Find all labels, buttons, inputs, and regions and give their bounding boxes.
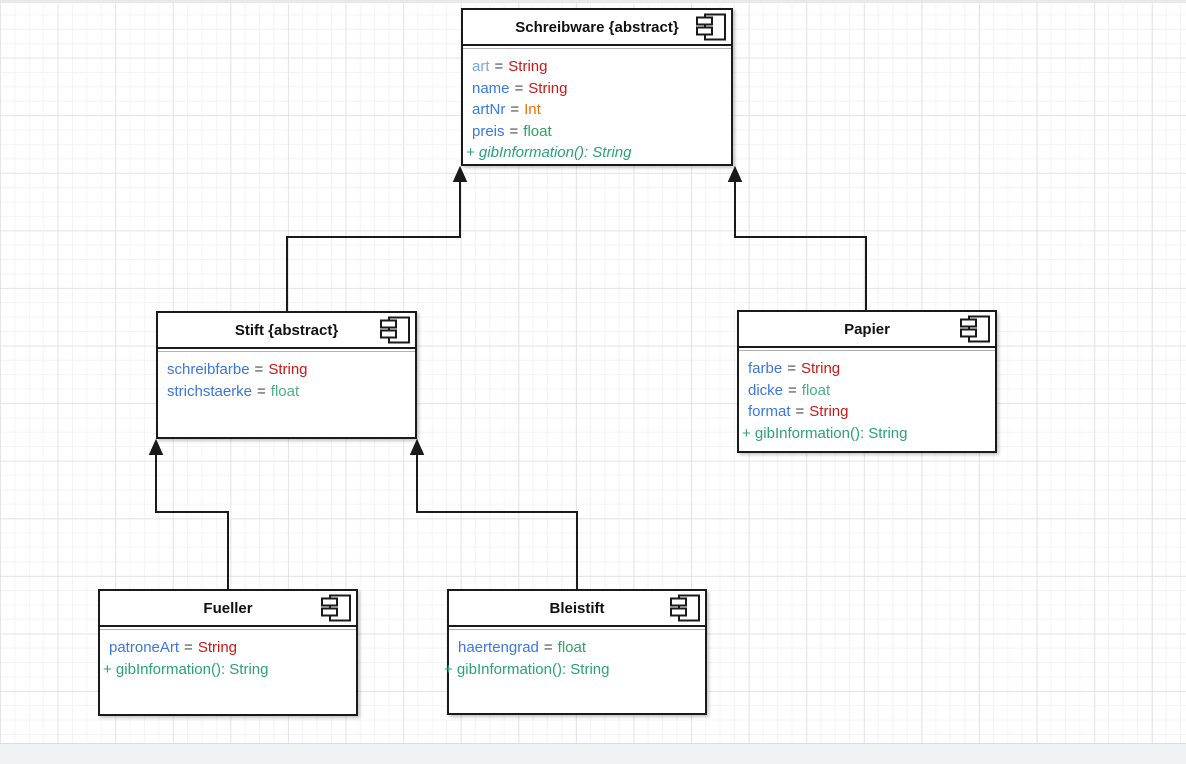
attribute-type: float (801, 381, 831, 399)
attribute-type: String (528, 79, 568, 97)
attribute-type: String (800, 360, 841, 377)
attribute-row: artNr=Int (463, 99, 731, 121)
class-title: Bleistift (549, 599, 605, 617)
class-schreibware[interactable]: Schreibware {abstract} art=String name=S… (461, 8, 733, 166)
equals-sign: = (257, 382, 266, 400)
class-title: Papier (844, 320, 890, 338)
equals-sign: = (514, 79, 524, 97)
class-header: Bleistift (449, 591, 705, 627)
component-icon (960, 315, 990, 343)
attribute-row: farbe=String (739, 358, 995, 380)
inheritance-connector-stift-schreibware[interactable] (286, 165, 468, 311)
attribute-type: String (809, 403, 849, 420)
class-fueller[interactable]: Fueller patroneArt=String + gibInformati… (98, 589, 358, 716)
method-row: + gibInformation(): String (463, 142, 731, 164)
class-title: Schreibware {abstract} (515, 18, 679, 36)
attribute-name: dicke (748, 381, 784, 399)
inheritance-connector-papier-schreibware[interactable] (727, 165, 867, 310)
class-title: Fueller (203, 599, 253, 617)
bottom-scrollbar-track[interactable] (0, 743, 1186, 764)
equals-sign: = (510, 101, 520, 118)
method-row: + gibInformation(): String (441, 659, 705, 681)
method-signature: + gibInformation(): String (444, 660, 610, 678)
inheritance-connector-fueller-stift[interactable] (148, 438, 229, 589)
attribute-name: farbe (748, 360, 783, 377)
class-body: art=String name=String artNr=Int preis=f… (463, 48, 731, 164)
attribute-name: haertengrad (458, 639, 539, 656)
component-icon (321, 594, 351, 622)
equals-sign: = (509, 122, 519, 140)
attribute-row: art=String (463, 56, 731, 78)
equals-sign: = (494, 58, 504, 75)
equals-sign: = (795, 403, 805, 420)
attribute-name: format (748, 403, 791, 420)
inheritance-connector-bleistift-stift[interactable] (409, 438, 578, 589)
attribute-name: name (472, 79, 510, 97)
attribute-name: artNr (472, 101, 506, 118)
arrowhead-icon (148, 438, 164, 455)
attribute-row: dicke=float (739, 380, 995, 402)
attribute-type: float (523, 122, 552, 140)
attribute-name: patroneArt (109, 639, 180, 656)
method-signature: + gibInformation(): String (103, 660, 269, 678)
method-row: + gibInformation(): String (739, 423, 995, 445)
equals-sign: = (184, 639, 193, 656)
attribute-type: String (197, 639, 237, 656)
attribute-type: String (268, 361, 308, 378)
equals-sign: = (254, 361, 264, 378)
class-body: farbe=String dicke=float format=String +… (739, 350, 995, 444)
class-bleistift[interactable]: Bleistift haertengrad=float + gibInforma… (444, 589, 707, 715)
attribute-row: schreibfarbe=String (158, 359, 415, 381)
component-icon (670, 594, 700, 622)
attribute-row: format=String (739, 401, 995, 423)
equals-sign: = (787, 360, 796, 377)
equals-sign: = (543, 639, 553, 656)
attribute-type: float (270, 382, 300, 400)
attribute-name: art (472, 58, 490, 75)
attribute-name: preis (472, 122, 505, 140)
class-header: Schreibware {abstract} (463, 10, 731, 46)
attribute-name: schreibfarbe (167, 361, 250, 378)
arrowhead-icon (409, 438, 425, 455)
method-signature: + gibInformation(): String (742, 424, 908, 442)
attribute-type: Int (524, 101, 541, 118)
attribute-row: patroneArt=String (100, 637, 356, 659)
class-body: schreibfarbe=String strichstaerke=float (158, 351, 415, 402)
class-header: Stift {abstract} (158, 313, 415, 349)
class-header: Papier (739, 312, 995, 348)
component-icon (696, 13, 726, 41)
attribute-type: String (508, 58, 548, 75)
method-row: + gibInformation(): String (100, 659, 356, 681)
attribute-type: float (557, 639, 587, 656)
equals-sign: = (788, 381, 797, 399)
attribute-row: name=String (463, 78, 731, 100)
attribute-row: haertengrad=float (449, 637, 705, 659)
arrowhead-icon (452, 165, 468, 182)
attribute-row: strichstaerke=float (158, 381, 415, 403)
class-header: Fueller (100, 591, 356, 627)
class-body: patroneArt=String + gibInformation(): St… (100, 629, 356, 680)
component-icon (380, 316, 410, 344)
method-signature: + gibInformation(): String (466, 144, 632, 161)
canvas-top-edge (0, 0, 1186, 3)
attribute-row: preis=float (463, 121, 731, 143)
class-papier[interactable]: Papier farbe=String dicke=float format=S… (737, 310, 997, 453)
class-title: Stift {abstract} (234, 321, 339, 339)
class-stift[interactable]: Stift {abstract} schreibfarbe=String str… (156, 311, 417, 439)
class-body: haertengrad=float + gibInformation(): St… (444, 629, 705, 680)
attribute-name: strichstaerke (167, 382, 253, 400)
arrowhead-icon (727, 165, 743, 182)
